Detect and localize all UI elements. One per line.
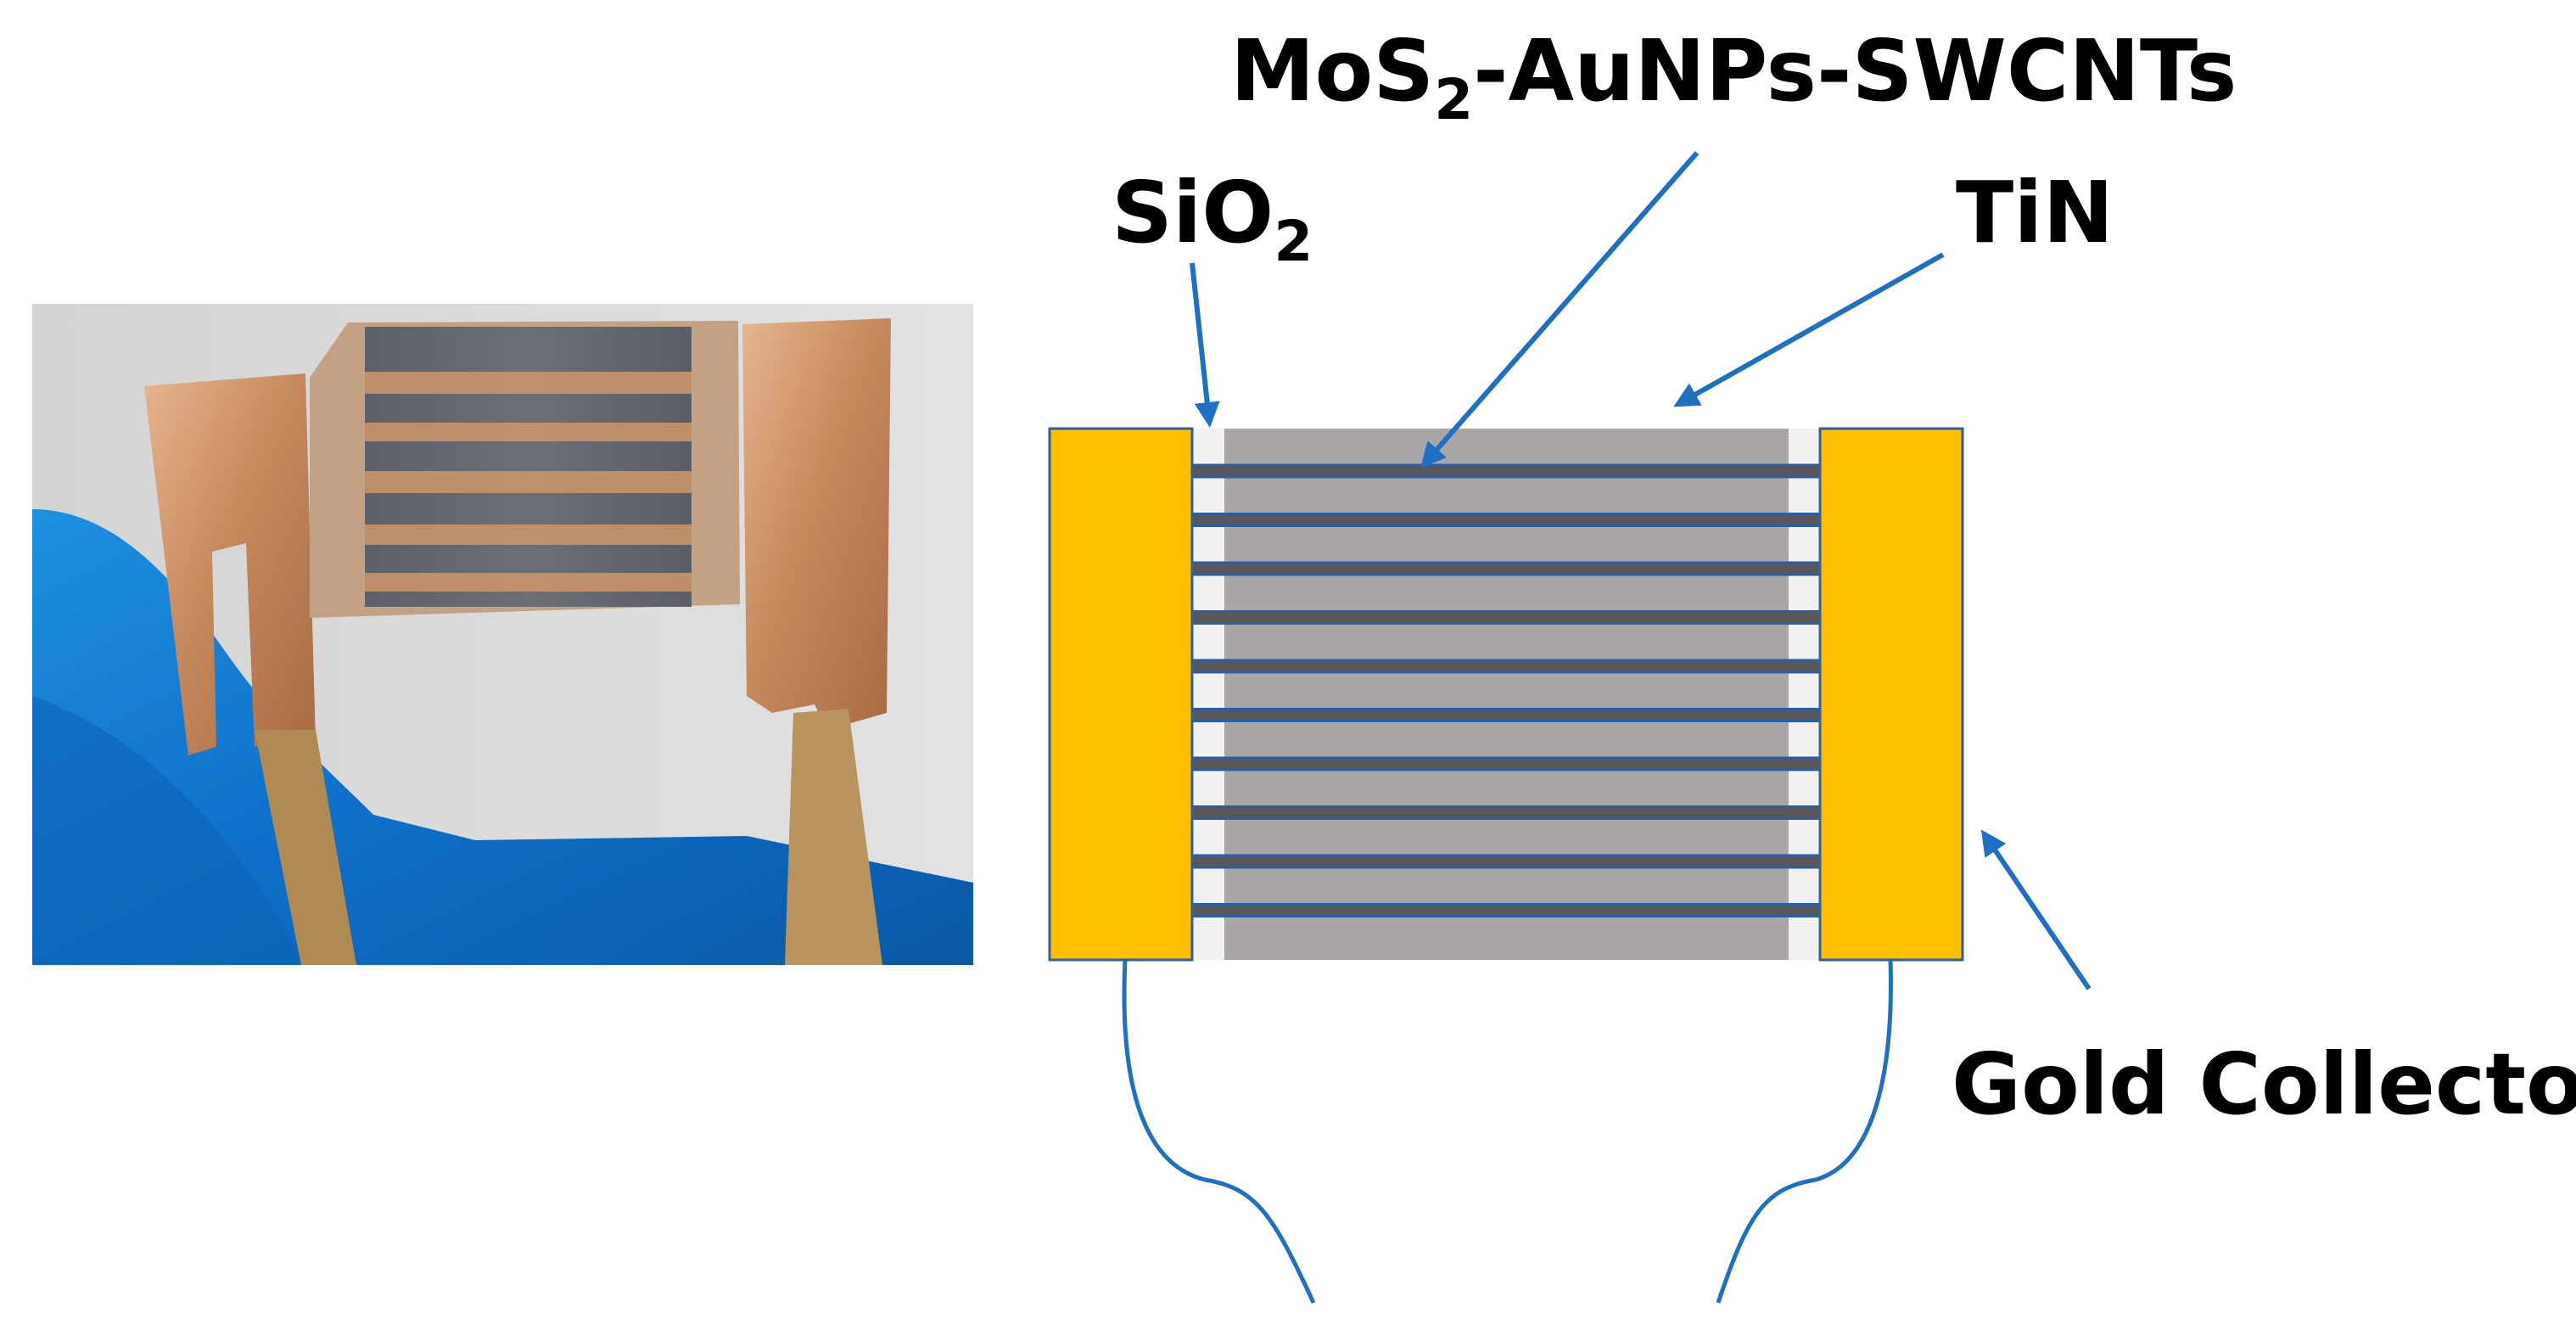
composite-stripe [1190, 659, 1822, 674]
composite-label: MoS2-AuNPs-SWCNTs [1230, 21, 2237, 132]
photo-stripe-1 [365, 372, 692, 394]
composite-stripe [1190, 561, 1822, 576]
composite-stripe [1190, 805, 1822, 820]
composite-stripe [1190, 513, 1822, 527]
composite-stripes [1190, 463, 1822, 917]
tin-label: TiN [1956, 163, 2114, 262]
sample-active-area [365, 327, 692, 607]
collector-arrow [1980, 829, 2092, 990]
device-schematic: MoS2-AuNPs-SWCNTs SiO2 TiN Gold Collecto… [1048, 21, 2576, 1304]
photo-stripe-5 [365, 573, 692, 592]
composite-stripe [1190, 756, 1822, 771]
composite-stripe [1190, 610, 1822, 625]
photo-stripe-2 [365, 423, 692, 441]
photo-stripe-3 [365, 471, 692, 493]
gold-collector-label: Gold Collector [1952, 1035, 2576, 1134]
composite-arrow [1420, 151, 1700, 468]
composite-stripe [1190, 854, 1822, 869]
right-wire [1716, 959, 1893, 1304]
gold-collector-right [1818, 427, 1964, 962]
tin-film [1224, 429, 1789, 960]
glove-fold [32, 696, 305, 965]
sio2-label: SiO2 [1112, 163, 1313, 274]
left-copper-lead [255, 730, 356, 965]
blue-glove [32, 509, 973, 965]
gold-collector-left [1048, 427, 1194, 962]
left-wire [1122, 959, 1316, 1304]
photo-stripe-4 [365, 524, 692, 545]
left-copper-tape [144, 373, 316, 755]
sio2-arrow [1190, 262, 1220, 428]
tin-arrow [1673, 252, 1945, 407]
right-copper-tape [742, 318, 891, 730]
device-photo [32, 304, 973, 965]
composite-stripe [1190, 708, 1822, 722]
composite-stripe [1190, 463, 1822, 479]
composite-stripe [1190, 903, 1822, 917]
right-copper-lead [785, 709, 882, 965]
